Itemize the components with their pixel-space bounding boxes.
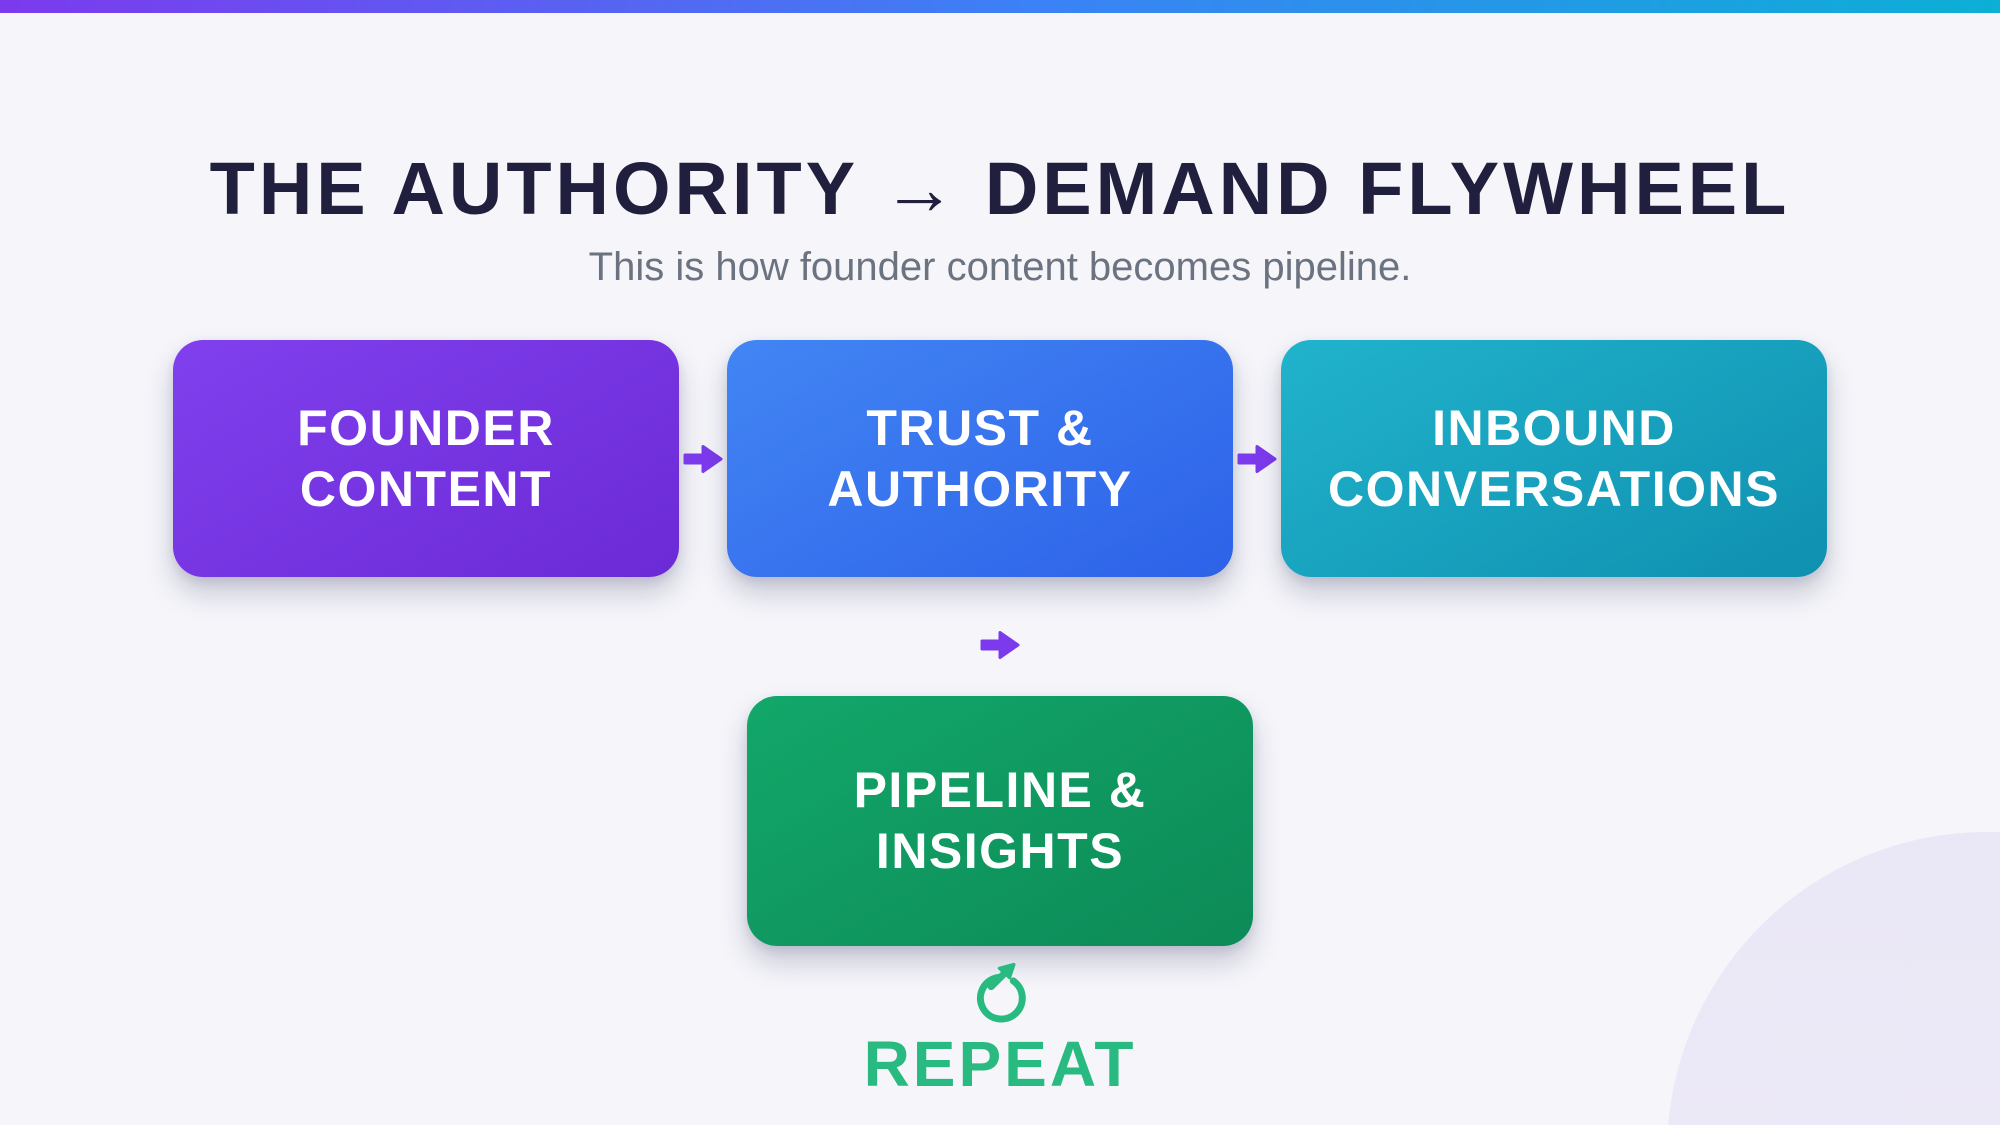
right-arrow-icon [683,444,723,473]
stage-label-line: FOUNDER [297,399,555,456]
refresh-icon [976,962,1026,1023]
stage-founder-content: FOUNDER CONTENT [173,340,679,577]
flywheel-top-row: FOUNDER CONTENT TRUST & AUTHORITY INBOUN… [0,340,2000,577]
stage-label-line: AUTHORITY [827,460,1133,517]
repeat-label: REPEAT [863,1028,1137,1100]
stage-label-line: INSIGHTS [875,823,1125,879]
flow-connector-row [0,627,2000,663]
stage-label-line: PIPELINE & [853,762,1147,818]
slide-content: THE AUTHORITY → DEMAND FLYWHEEL This is … [0,152,2000,1096]
stage-label-line: TRUST & [866,399,1094,456]
repeat-section [0,960,2000,1026]
page-subtitle: This is how founder content becomes pipe… [588,245,1412,289]
stage-label-line: CONVERSATIONS [1328,460,1780,517]
stage-pipeline-insights: PIPELINE & INSIGHTS [747,696,1253,946]
right-arrow-icon [1237,444,1277,473]
right-arrow-icon [980,631,1020,659]
page-title: THE AUTHORITY → DEMAND FLYWHEEL [209,147,1791,230]
stage-label-line: INBOUND [1432,399,1676,456]
top-accent-bar [0,0,2000,13]
stage-label-line: CONTENT [299,460,553,517]
stage-trust-authority: TRUST & AUTHORITY [727,340,1233,577]
stage-inbound-conversations: INBOUND CONVERSATIONS [1281,340,1827,577]
flywheel-bottom-row: PIPELINE & INSIGHTS [0,696,2000,946]
